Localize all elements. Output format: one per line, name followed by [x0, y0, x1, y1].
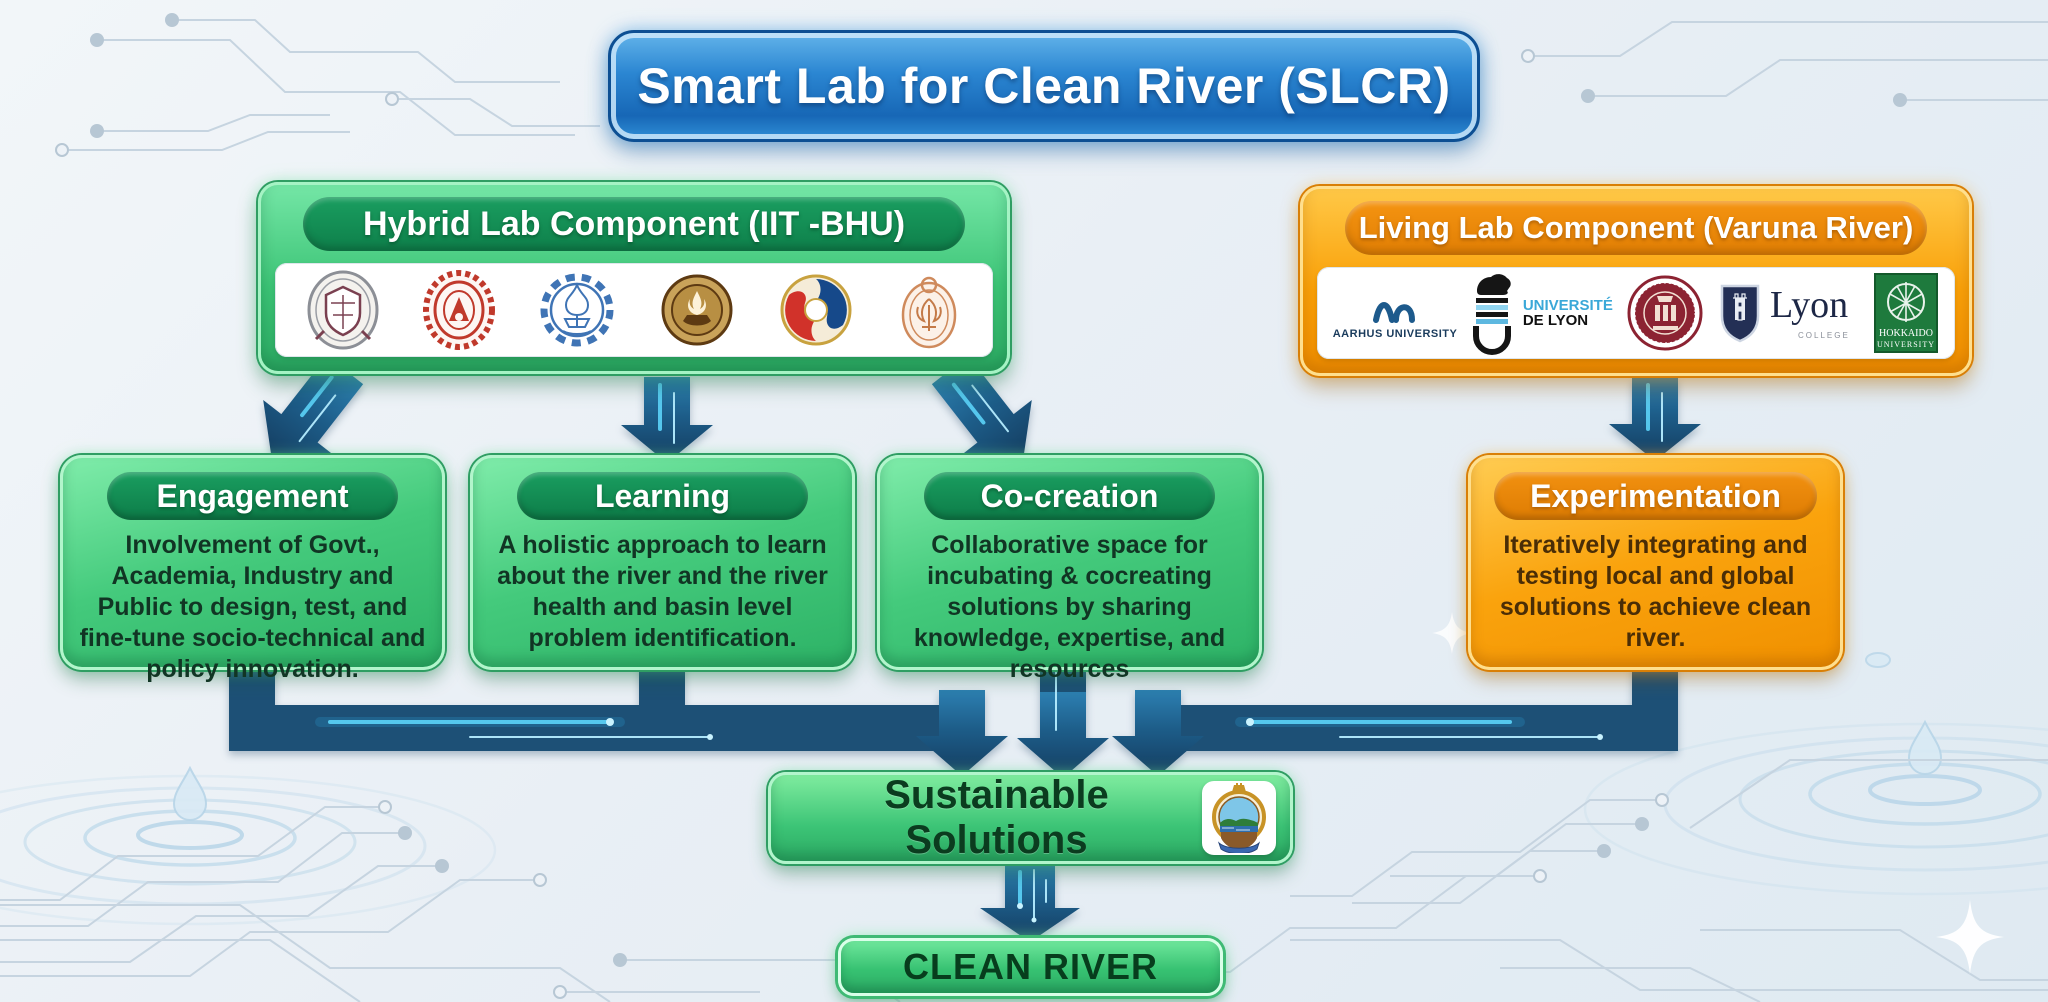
universite-de-lyon-wordmark: UNIVERSITÉ DE LYON — [1522, 296, 1613, 329]
hybrid-lab-logo-strip — [275, 263, 993, 357]
hokkaido-university-logo: HOKKAIDO UNIVERSITY — [1873, 272, 1939, 354]
bhu-seal-icon — [894, 269, 964, 351]
circuit-traces-top-left — [55, 13, 600, 157]
pillar-learning: Learning A holistic approach to learn ab… — [470, 455, 855, 670]
university-of-copenhagen-seal-icon — [1624, 272, 1706, 354]
iit-madras-seal-icon — [656, 269, 738, 351]
iit-gandhinagar-seal-icon — [775, 269, 857, 351]
living-lab-logo-strip: AARHUS UNIVERSITY UNIVERSITÉ DE LYON — [1317, 267, 1955, 359]
water-ripple-left — [0, 704, 497, 926]
circuit-traces-bottom-right — [1160, 759, 2048, 1002]
sustainable-solutions-box: Sustainable Solutions — [768, 772, 1293, 864]
title-banner: Smart Lab for Clean River (SLCR) — [608, 30, 1480, 142]
pillar-cocreation-description: Collaborative space for incubating & coc… — [913, 531, 1226, 683]
water-ripple-right — [1583, 652, 2048, 896]
iit-roorkee-seal-icon — [419, 269, 499, 351]
clean-river-label: CLEAN RIVER — [902, 946, 1159, 987]
hybrid-lab-header: Hybrid Lab Component (IIT -BHU) — [303, 197, 965, 251]
government-emblem-card — [1202, 781, 1276, 855]
aarhus-university-logo: AARHUS UNIVERSITY — [1333, 286, 1458, 340]
pillar-cocreation: Co-creation Collaborative space for incu… — [877, 455, 1262, 683]
government-emblem-seal-icon — [1212, 783, 1266, 853]
page-title: Smart Lab for Clean River (SLCR) — [637, 58, 1451, 114]
pillar-engagement-title: Engagement — [106, 472, 399, 520]
pillar-cocreation-title: Co-creation — [923, 472, 1216, 520]
hokkaido-label-line1: HOKKAIDO — [1879, 328, 1933, 339]
hybrid-lab-box: Hybrid Lab Component (IIT -BHU) — [258, 182, 1010, 374]
pillar-learning-description: A holistic approach to learn about the r… — [497, 531, 828, 652]
pillar-experimentation-description: Iteratively integrating and testing loca… — [1499, 531, 1812, 652]
pillar-engagement-description: Involvement of Govt., Academia, Industry… — [79, 531, 426, 683]
lyon-college-logo: Lyon COLLEGE — [1718, 282, 1862, 344]
pillar-engagement: Engagement Involvement of Govt., Academi… — [60, 455, 445, 683]
pillar-learning-title: Learning — [516, 472, 809, 520]
living-lab-header: Living Lab Component (Varuna River) — [1345, 201, 1927, 255]
living-lab-box: Living Lab Component (Varuna River) AARH… — [1300, 186, 1972, 376]
sparkle-stars — [1432, 612, 2004, 974]
pillar-experimentation-title: Experimentation — [1494, 472, 1817, 520]
iit-bombay-seal-icon — [536, 269, 618, 351]
clean-river-box: CLEAN RIVER — [838, 938, 1223, 996]
hokkaido-label-line2: UNIVERSITY — [1877, 340, 1935, 349]
circuit-traces-top-right — [1521, 21, 2048, 107]
sustainable-solutions-label: Sustainable Solutions — [884, 773, 1109, 862]
aarhus-university-label: AARHUS UNIVERSITY — [1332, 328, 1458, 340]
iit-bhu-varanasi-seal-icon — [304, 269, 382, 351]
lyon-college-wordmark: Lyon — [1770, 285, 1848, 326]
lyon-college-subtext: COLLEGE — [1798, 331, 1850, 340]
pillar-experimentation: Experimentation Iteratively integrating … — [1468, 455, 1843, 670]
universite-de-lyon-logo: UNIVERSITÉ DE LYON — [1469, 271, 1613, 355]
